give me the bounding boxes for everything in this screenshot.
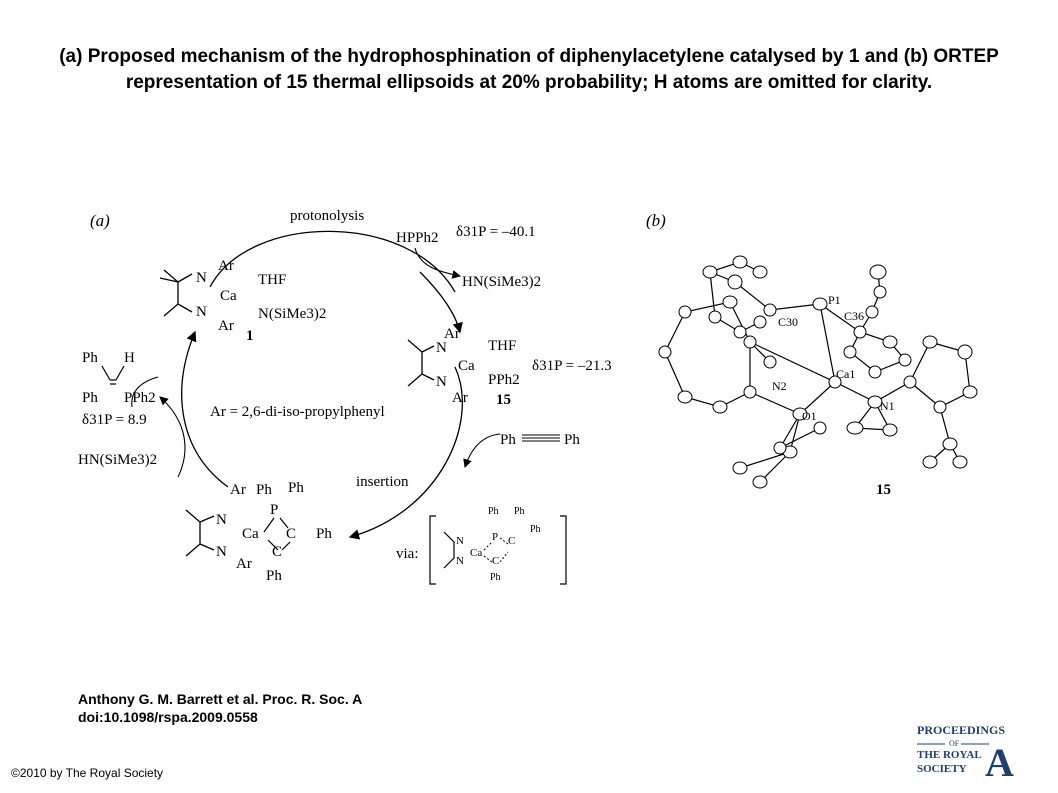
int15-shift: δ31P = –21.3 [532, 358, 612, 374]
svg-text:N: N [196, 270, 207, 286]
svg-text:C: C [286, 526, 296, 542]
alkyne-ph-right: Ph [564, 432, 580, 448]
panel-b: (b) [646, 211, 978, 498]
cycle-arc-top [209, 230, 456, 293]
svg-text:Ca: Ca [458, 358, 475, 374]
int15-number: 15 [496, 392, 511, 408]
hn-sime3-byproduct: HN(SiMe3)2 [462, 274, 541, 290]
alkyne-triple-bond [522, 434, 560, 442]
svg-text:C: C [492, 555, 499, 567]
svg-text:N: N [196, 304, 207, 320]
svg-text:A: A [985, 740, 1014, 782]
svg-text:N: N [216, 544, 227, 560]
svg-text:SOCIETY: SOCIETY [917, 763, 967, 775]
alkyne-ph-left: Ph [500, 432, 516, 448]
svg-text:Ph: Ph [266, 568, 282, 584]
figure-panels: (a) protonolysis HPPh2 δ31P = –40.1 HN(S… [60, 192, 1000, 612]
catalyst-1: N N Ar Ar Ca THF N(SiMe3)2 1 [159, 258, 326, 344]
svg-text:Ca: Ca [470, 547, 482, 559]
product-release-arrow [131, 376, 159, 408]
svg-text:N: N [456, 555, 464, 567]
svg-text:PROCEEDINGS: PROCEEDINGS [917, 723, 1005, 737]
svg-text:THE ROYAL: THE ROYAL [917, 749, 982, 761]
hpph2-reagent: HPPh2 [396, 230, 439, 246]
svg-text:N(SiMe3)2: N(SiMe3)2 [258, 306, 326, 322]
product: Ph H Ph PPh2 δ31P = 8.9 [82, 350, 156, 428]
svg-text:C: C [272, 544, 282, 560]
insertion-label: insertion [356, 474, 409, 490]
svg-text:Ar: Ar [452, 390, 468, 406]
svg-text:THF: THF [258, 272, 286, 288]
figure-title: (a) Proposed mechanism of the hydrophosp… [59, 46, 999, 93]
svg-text:Ar: Ar [218, 318, 234, 334]
svg-text:PPh2: PPh2 [488, 372, 520, 388]
cycle-arc-left [181, 330, 229, 488]
catalyst-ca: Ca [220, 288, 237, 304]
atom-n1: N1 [880, 399, 895, 413]
ortep-bonds [664, 261, 971, 483]
svg-text:N: N [216, 512, 227, 528]
protonolysis-label: protonolysis [290, 208, 364, 224]
ortep-atoms [658, 255, 978, 489]
protonolysis-byproduct-arrow [414, 247, 462, 279]
svg-text:Ph: Ph [514, 506, 525, 517]
atom-c30: C30 [778, 315, 798, 329]
svg-text:Ph: Ph [316, 526, 332, 542]
svg-text:Ar: Ar [218, 258, 234, 274]
hn-sime3-left: HN(SiMe3)2 [78, 452, 157, 468]
cycle-arrow-to-15 [419, 271, 463, 334]
svg-text:Ph: Ph [530, 524, 541, 535]
copyright: ©2010 by The Royal Society [11, 766, 164, 780]
citation-doi: doi:10.1098/rspa.2009.0558 [78, 709, 258, 725]
svg-text:C: C [508, 535, 515, 547]
svg-text:N: N [436, 374, 447, 390]
hpph2-shift: δ31P = –40.1 [456, 224, 536, 240]
svg-text:Ph: Ph [490, 572, 501, 583]
amine-arrow [159, 396, 186, 478]
svg-text:N: N [436, 340, 447, 356]
svg-text:Ar: Ar [230, 482, 246, 498]
citation: Anthony G. M. Barrett et al. Proc. R. So… [78, 690, 362, 726]
panel-b-label: (b) [646, 211, 666, 230]
svg-text:P: P [492, 531, 498, 543]
svg-text:Ph: Ph [82, 390, 98, 406]
svg-text:Ph: Ph [288, 480, 304, 496]
ar-definition: Ar = 2,6-di-iso-propylphenyl [210, 404, 385, 420]
transition-state: via: N N Ca P C C Ph Ph Ph Ph [396, 506, 567, 585]
panel-a: (a) protonolysis HPPh2 δ31P = –40.1 HN(S… [78, 208, 612, 585]
svg-text:H: H [124, 350, 135, 366]
cycle-arc-right [348, 366, 463, 540]
panel-a-label: (a) [90, 211, 110, 230]
alkyne-arrow [463, 433, 501, 469]
svg-text:via:: via: [396, 546, 419, 562]
svg-text:N: N [456, 535, 464, 547]
svg-text:THF: THF [488, 338, 516, 354]
complex-number-15: 15 [876, 482, 891, 498]
svg-text:Ph: Ph [256, 482, 272, 498]
atom-ca1: Ca1 [836, 367, 855, 381]
svg-text:OF: OF [949, 739, 960, 748]
atom-o1: O1 [802, 409, 817, 423]
svg-text:P: P [270, 502, 278, 518]
intermediate-15: N N Ar Ar Ca THF PPh2 δ31P = –21.3 15 [407, 326, 612, 408]
svg-text:Ar: Ar [236, 556, 252, 572]
royal-society-logo: PROCEEDINGS OF THE ROYAL SOCIETY A [917, 722, 1027, 785]
svg-text:Ar: Ar [444, 326, 460, 342]
atom-c36: C36 [844, 309, 864, 323]
svg-text:Ca: Ca [242, 526, 259, 542]
catalyst-number: 1 [246, 328, 254, 344]
atom-p1: P1 [828, 293, 841, 307]
product-shift: δ31P = 8.9 [82, 412, 147, 428]
metallacycle: N N Ar Ar Ca P Ph Ph C C Ph Ph [185, 480, 332, 584]
svg-text:Ph: Ph [488, 506, 499, 517]
svg-text:Ph: Ph [82, 350, 98, 366]
citation-authors: Anthony G. M. Barrett et al. Proc. R. So… [78, 691, 363, 707]
atom-n2: N2 [772, 379, 787, 393]
figure-svg: (a) protonolysis HPPh2 δ31P = –40.1 HN(S… [78, 208, 978, 585]
svg-text:PPh2: PPh2 [124, 390, 156, 406]
